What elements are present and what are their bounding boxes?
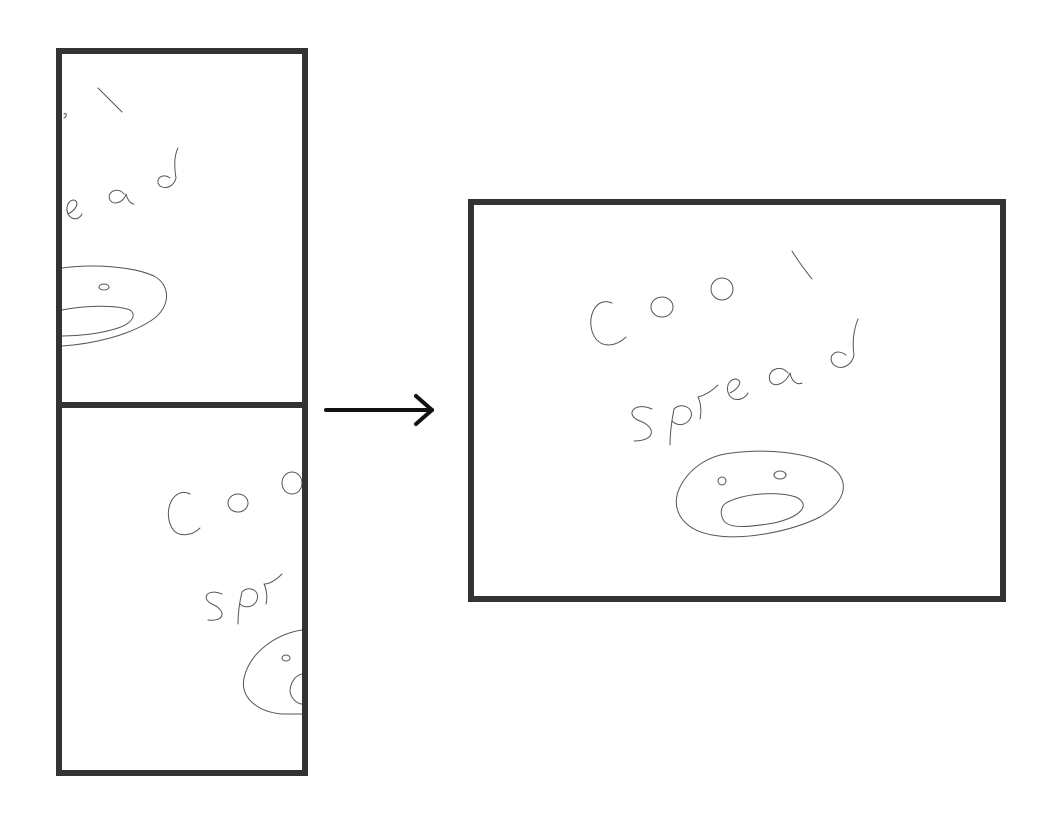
arrow-icon: [324, 394, 434, 426]
sketch-letter-o2: [281, 471, 302, 495]
sketch-face-mouth: [289, 673, 302, 705]
sketch-letter-s: [205, 591, 223, 621]
sketch-letter-e: [727, 378, 749, 400]
sketch-stroke-slash: [97, 87, 123, 113]
sketch-letter-d: [830, 318, 859, 368]
sketch-letter-p: [669, 405, 692, 446]
sketch-letter-o1: [650, 296, 674, 318]
sketch-letter-r: [697, 384, 719, 420]
sketch-face-eye-left: [717, 476, 727, 486]
sketch-letter-p: [237, 588, 258, 625]
sketch-stroke-dot: [63, 113, 67, 119]
sketch-face-outline: [242, 629, 302, 715]
transform-arrow: [320, 390, 440, 430]
sketch-letter-c: [167, 491, 201, 536]
sketch-face-mouth: [62, 305, 134, 337]
sketch-letter-a: [108, 189, 135, 205]
sketch-face-eye: [98, 283, 110, 291]
sketch-face-outline: [675, 450, 844, 538]
sketch-letter-s: [631, 406, 653, 442]
sketch-letter-o2: [710, 277, 734, 301]
bottom-fragment-panel: [56, 402, 308, 776]
sketch-letter-a: [768, 368, 803, 386]
sketch-face-outline: [62, 265, 167, 347]
bottom-fragment-sketch: [167, 471, 302, 715]
sketch-letter-l: [791, 250, 813, 280]
sketch-letter-r: [263, 573, 283, 605]
sketch-face-mouth: [720, 493, 804, 527]
sketch-letter-c: [590, 301, 627, 346]
sketch-face-eye-right: [773, 470, 787, 480]
top-fragment-sketch: [62, 87, 179, 347]
sketch-letter-d: [157, 147, 179, 189]
combined-result-panel: [468, 199, 1006, 602]
sketch-face-eye: [281, 654, 291, 662]
combined-sketch: [590, 250, 859, 538]
top-fragment-panel: [56, 48, 308, 408]
sketch-letter-e: [66, 199, 83, 220]
sketch-letter-o1: [227, 493, 249, 513]
